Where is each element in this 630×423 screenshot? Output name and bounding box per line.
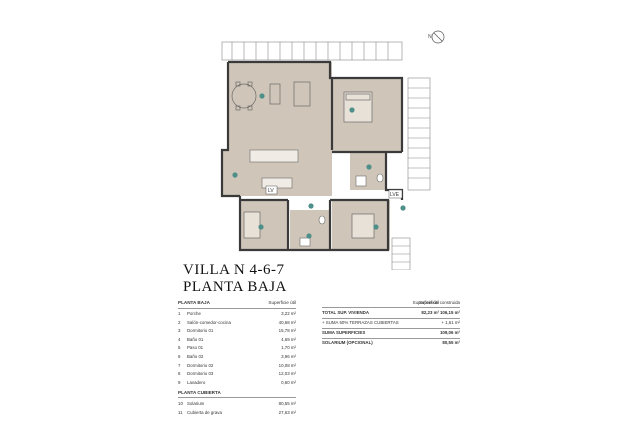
cell-n: 9 bbox=[178, 379, 181, 385]
kitchen bbox=[249, 149, 299, 189]
lv-label: LV bbox=[268, 188, 274, 194]
floor-plan: LV LVE N bbox=[220, 30, 445, 270]
pergola bbox=[221, 41, 403, 61]
bed-main bbox=[343, 91, 373, 123]
right-summary-table: Superficie útil Superficie construida TO… bbox=[322, 300, 460, 346]
lower-stair bbox=[391, 237, 411, 270]
cell-l: Solarium bbox=[187, 401, 205, 406]
row-rule bbox=[322, 327, 460, 329]
cell-v: 15,78 m² bbox=[278, 328, 296, 334]
cell-n: 4 bbox=[178, 336, 181, 342]
cell-l: + SUMA 50% TERRAZAS CUBIERTAS bbox=[322, 320, 399, 325]
area-row: 6 Baño 02 3,96 m² bbox=[178, 354, 296, 360]
cell-b: 80,55 m² bbox=[442, 340, 460, 345]
area-row: 2 Salón-comedor-cocina 40,68 m² bbox=[178, 320, 296, 326]
section-title-planta-baja: PLANTA BAJA Superficie útil bbox=[178, 300, 296, 305]
cell-a: 82,23 m² bbox=[421, 310, 439, 315]
summary-row: SOLARIUM (OPCIONAL) 80,55 m² bbox=[322, 340, 460, 346]
cell-l: SOLARIUM (OPCIONAL) bbox=[322, 340, 373, 345]
cell-v: 10,08 m² bbox=[278, 362, 296, 368]
floor-title: PLANTA BAJA bbox=[183, 279, 287, 295]
cell-n: 7 bbox=[178, 362, 181, 368]
room-badge-5 bbox=[308, 203, 314, 209]
area-row: 1 Porche 3,22 m² bbox=[178, 311, 296, 317]
room-badge-2 bbox=[259, 93, 265, 99]
cell-n: 6 bbox=[178, 354, 181, 359]
bed-secondary bbox=[243, 211, 375, 239]
cell-n: 3 bbox=[178, 328, 181, 334]
room-badge-7 bbox=[258, 224, 264, 230]
cell-n: 11 bbox=[178, 409, 183, 415]
cell-n: 2 bbox=[178, 319, 181, 325]
villa-title: VILLA N 4-6-7 bbox=[183, 262, 285, 278]
cell-l: Salón-comedor-cocina bbox=[187, 319, 231, 325]
cell-v: 4,69 m² bbox=[281, 336, 296, 342]
row-rule bbox=[322, 337, 460, 339]
cell-v: 3,96 m² bbox=[281, 354, 296, 359]
cell-l: Dormitorio 02 bbox=[187, 362, 214, 368]
cell-n: 8 bbox=[178, 371, 181, 377]
cell-l: SUMA SUPERFICIES bbox=[322, 330, 366, 335]
living-furniture bbox=[269, 81, 311, 107]
area-row: 8 Dormitorio 03 12,03 m² bbox=[178, 371, 296, 377]
room-badge-1 bbox=[232, 172, 238, 178]
room-badge-8 bbox=[373, 224, 379, 230]
plan-small-labels: LV LVE bbox=[265, 185, 403, 199]
lve-label: LVE bbox=[390, 192, 400, 198]
summary-row: SUMA SUPERFICIES 109,06 m² bbox=[322, 330, 460, 336]
room-badge-6 bbox=[306, 233, 312, 239]
cell-l: Lavadero bbox=[187, 379, 206, 385]
cell-n: 10 bbox=[178, 401, 183, 406]
cell-l: Paso 01 bbox=[187, 345, 204, 351]
north-arrow-icon: N bbox=[428, 30, 445, 44]
row-rule bbox=[322, 317, 460, 319]
cell-b: + 1,61 m² bbox=[441, 320, 460, 325]
roof-area-row: 10 Solarium 80,55 m² bbox=[178, 401, 296, 407]
room-badges bbox=[232, 93, 406, 239]
room-badge-3 bbox=[349, 107, 355, 113]
svg-text:N: N bbox=[428, 34, 432, 40]
cell-b: 106,15 m² bbox=[439, 310, 460, 315]
left-area-table: PLANTA BAJA Superficie útil 1 Porche 3,22 … bbox=[178, 300, 296, 418]
section-title-planta-cubierta: PLANTA CUBIERTA bbox=[178, 390, 221, 395]
cell-v: 80,55 m² bbox=[278, 401, 296, 406]
room-badge-4 bbox=[366, 164, 372, 170]
cell-l: TOTAL SUP. VIVIENDA bbox=[322, 310, 370, 315]
cell-l: Porche bbox=[187, 311, 201, 316]
cell-l: Baño 02 bbox=[187, 354, 204, 359]
bathroom-fixtures bbox=[299, 173, 384, 247]
cell-v: 40,68 m² bbox=[278, 319, 296, 325]
cell-v: 0,60 m² bbox=[281, 379, 296, 385]
cell-v: 12,03 m² bbox=[278, 371, 296, 377]
cell-l: Dormitorio 01 bbox=[187, 328, 214, 334]
right-stair bbox=[407, 77, 431, 191]
cell-l: Cubierta de grava bbox=[187, 409, 222, 415]
cell-l: Baño 01 bbox=[187, 336, 204, 342]
cell-v: 27,63 m² bbox=[278, 409, 296, 415]
cell-n: 5 bbox=[178, 345, 181, 351]
cell-v: 1,70 m² bbox=[281, 345, 296, 351]
dining-table bbox=[231, 81, 257, 111]
summary-row: + SUMA 50% TERRAZAS CUBIERTAS + 1,61 m² bbox=[322, 320, 460, 326]
cell-b: 109,06 m² bbox=[439, 330, 460, 335]
area-row: 5 Paso 01 1,70 m² bbox=[178, 345, 296, 351]
area-row: 7 Dormitorio 02 10,08 m² bbox=[178, 363, 296, 369]
room-badge-9 bbox=[400, 205, 406, 211]
cell-v: 3,22 m² bbox=[281, 311, 296, 316]
area-row: 4 Baño 01 4,69 m² bbox=[178, 337, 296, 343]
area-row: 9 Lavadero 0,60 m² bbox=[178, 380, 296, 386]
area-row: 3 Dormitorio 01 15,78 m² bbox=[178, 328, 296, 334]
roof-area-row: 11 Cubierta de grava 27,63 m² bbox=[178, 410, 296, 416]
cell-n: 1 bbox=[178, 311, 181, 316]
cell-l: Dormitorio 03 bbox=[187, 371, 214, 377]
